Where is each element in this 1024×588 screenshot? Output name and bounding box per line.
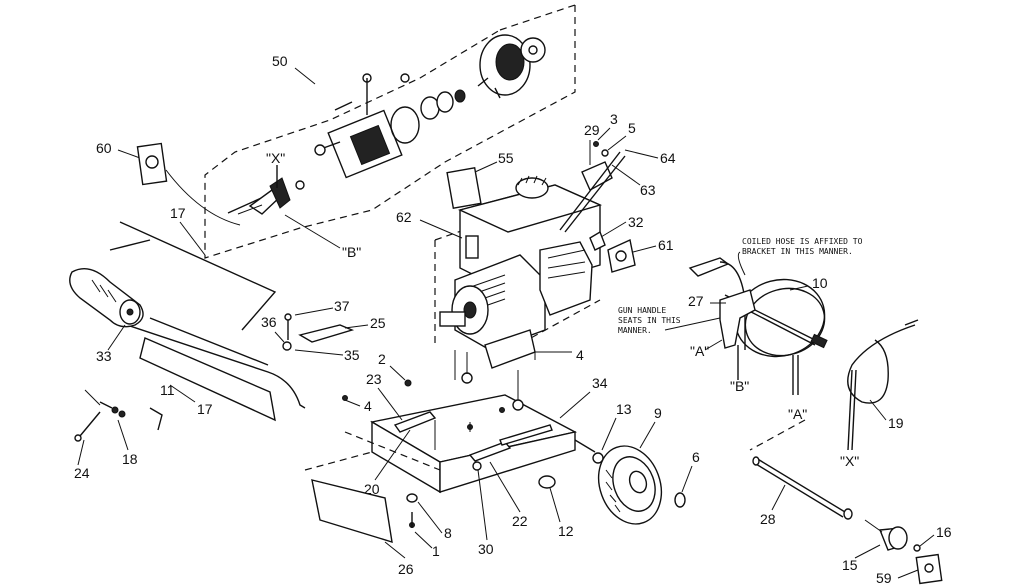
part-label-33: 33: [96, 348, 112, 364]
part-label-6: 6: [692, 449, 700, 465]
frame-handle: 17 17 33 11 18 24: [69, 205, 306, 481]
decal-59: 59: [876, 553, 943, 586]
part-label-11: 11: [160, 382, 175, 398]
spray-gun: [719, 289, 756, 349]
hose-19: 19 "X": [840, 319, 919, 469]
spray-gun-hose-10: COILED HOSE IS AFFIXED TO BRACKET IN THI…: [618, 237, 863, 451]
note-coiled-hose-line1: COILED HOSE IS AFFIXED TO: [742, 237, 863, 246]
part-label-9: 9: [654, 405, 662, 421]
part-label-34: 34: [592, 375, 608, 391]
callout-b-pump: "B": [342, 244, 361, 260]
note-gun-handle-line1: GUN HANDLE: [618, 306, 666, 315]
pump-assembly: 50 "X" "B": [204, 4, 576, 260]
part-label-18: 18: [122, 451, 138, 467]
decal-55: 55: [446, 150, 514, 209]
part-label-35: 35: [344, 347, 360, 363]
part-label-64: 64: [660, 150, 676, 166]
decal-61: 61: [607, 237, 674, 273]
callout-x-hose: "X": [840, 453, 859, 469]
pump-drive-housing: [477, 34, 546, 99]
part-label-25: 25: [370, 315, 386, 331]
part-label-12: 12: [558, 523, 574, 539]
callout-b-gun: "B": [730, 378, 749, 394]
note-gun-handle-line3: MANNER.: [618, 326, 652, 335]
part-label-32: 32: [628, 214, 644, 230]
pump-unloader-valve: [227, 165, 305, 215]
part-label-8: 8: [444, 525, 452, 541]
part-label-2: 2: [378, 351, 386, 367]
part-label-50: 50: [272, 53, 288, 69]
note-gun-handle-line2: SEATS IN THIS: [618, 316, 681, 325]
axle-28: 28: [752, 456, 853, 527]
part-label-17-upper: 17: [170, 205, 186, 221]
callout-x-pump: "X": [266, 150, 285, 166]
pump-enclosure-outline: [204, 5, 576, 259]
part-label-36: 36: [261, 314, 277, 330]
pump-valve-parts: [334, 73, 466, 120]
part-label-23: 23: [366, 371, 382, 387]
part-label-10: 10: [812, 275, 828, 291]
part-label-61: 61: [658, 237, 674, 253]
base-plate-34: 34 23 2 4 20 22 30 12: [304, 351, 608, 557]
pump-body: [314, 109, 403, 179]
part-label-62: 62: [396, 209, 412, 225]
throttle-linkage: 29 3 5 64 63 32: [559, 111, 676, 251]
part-label-19: 19: [888, 415, 904, 431]
wheel-9: 9 6 13: [574, 401, 700, 525]
part-label-1: 1: [432, 543, 440, 559]
engine-62: 62 4: [396, 175, 603, 411]
part-label-22: 22: [512, 513, 528, 529]
part-label-30: 30: [478, 541, 494, 557]
part-label-3: 3: [610, 111, 618, 127]
part-label-60: 60: [96, 140, 112, 156]
part-label-4-left: 4: [364, 398, 372, 414]
part-label-5: 5: [628, 120, 636, 136]
decal-60: 60: [96, 140, 241, 226]
part-label-17-lower: 17: [197, 401, 213, 417]
part-label-20: 20: [364, 481, 380, 497]
fuel-cap: [515, 177, 549, 199]
part-label-59: 59: [876, 570, 892, 586]
part-label-55: 55: [498, 150, 514, 166]
part-label-63: 63: [640, 182, 656, 198]
slot-plate-23: [393, 411, 437, 433]
part-label-29: 29: [584, 122, 600, 138]
handle-bracket-25: 37 36 35 25: [261, 298, 386, 363]
part-label-26: 26: [398, 561, 414, 577]
part-label-16: 16: [936, 524, 952, 540]
part-label-15: 15: [842, 557, 858, 573]
engine-muffler: [539, 241, 593, 316]
part-label-37: 37: [334, 298, 350, 314]
bumper-26: 26 8 1: [311, 479, 452, 577]
callout-a-gun: "A": [690, 343, 709, 359]
hubcap-15: 15 16: [842, 519, 952, 573]
part-label-28: 28: [760, 511, 776, 527]
pump-o-ring: [390, 106, 420, 144]
part-label-13: 13: [616, 401, 632, 417]
part-label-27: 27: [688, 293, 704, 309]
part-label-4-right: 4: [576, 347, 584, 363]
engine-shaft: [439, 311, 466, 327]
handle-grip-33: [69, 268, 144, 328]
callout-a-hose: "A": [788, 406, 807, 422]
note-coiled-hose-line2: BRACKET IN THIS MANNER.: [742, 247, 853, 256]
part-label-24: 24: [74, 465, 90, 481]
